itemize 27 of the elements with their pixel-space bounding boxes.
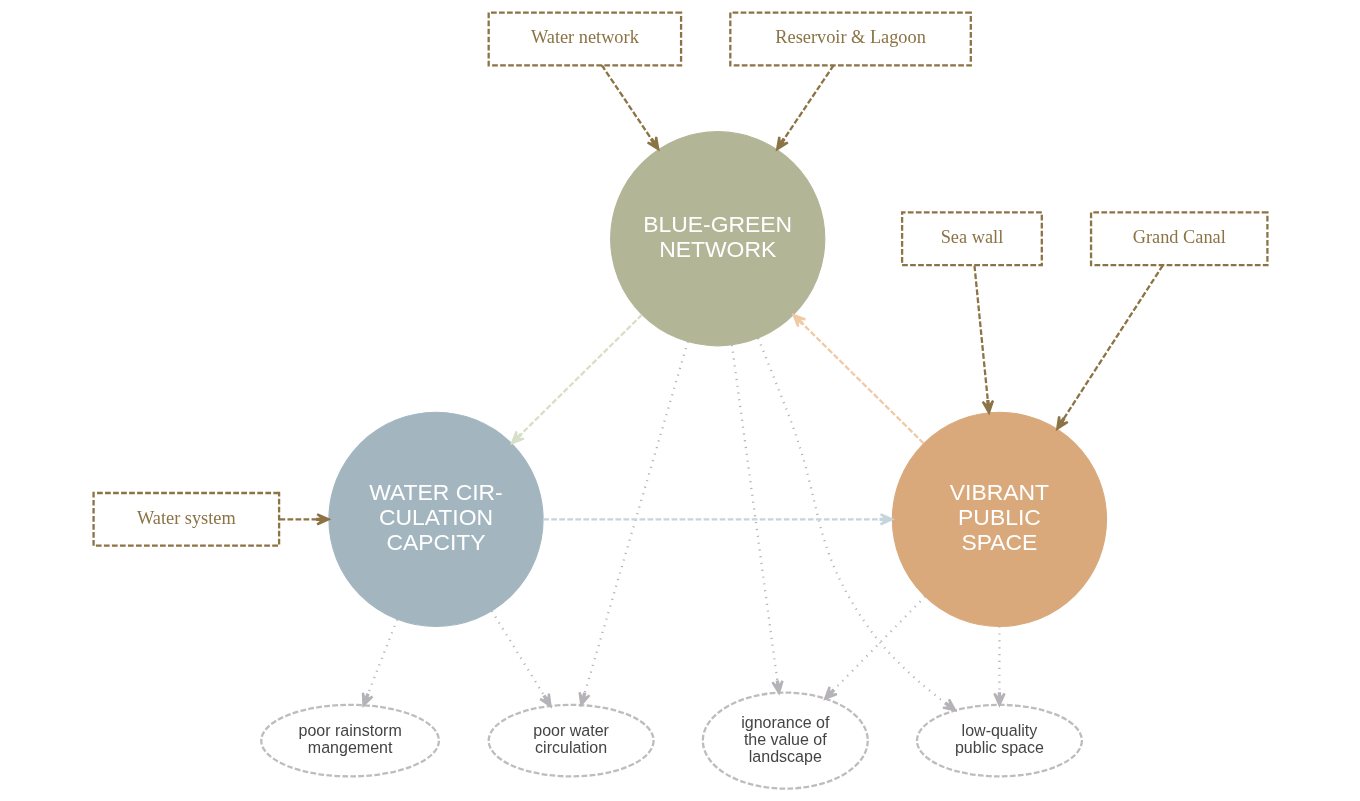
arrow xyxy=(992,626,1006,707)
arrow xyxy=(775,64,834,151)
node-box: Grand Canal xyxy=(1089,211,1269,267)
arrow xyxy=(730,344,784,695)
node-box: Water system xyxy=(91,491,280,547)
arrow xyxy=(510,314,643,445)
arrow xyxy=(972,265,994,414)
arrow xyxy=(278,513,330,526)
arrow xyxy=(490,610,552,708)
node-circle: WATER CIR- CULATION CAPCITY xyxy=(327,411,544,627)
node-ellipse: poor rainstorm mangement xyxy=(259,703,440,778)
arrow xyxy=(361,619,398,707)
node-ellipse: poor water circulation xyxy=(487,703,655,778)
arrow xyxy=(756,337,956,712)
node-box: Sea wall xyxy=(900,211,1043,267)
arrow xyxy=(1055,265,1164,430)
arrow xyxy=(600,64,659,151)
arrow xyxy=(542,513,893,526)
arrow xyxy=(823,595,926,700)
node-circle: VIBRANT PUBLIC SPACE xyxy=(891,411,1107,627)
node-box: Reservoir & Lagoon xyxy=(728,11,972,67)
node-ellipse: low-quality public space xyxy=(915,703,1083,778)
arrow xyxy=(791,313,924,444)
arrow xyxy=(577,341,689,706)
node-box: Water network xyxy=(487,11,682,67)
node-circle: BLUE-GREEN NETWORK xyxy=(609,131,825,347)
node-ellipse: ignorance of the value of landscape xyxy=(701,691,869,790)
